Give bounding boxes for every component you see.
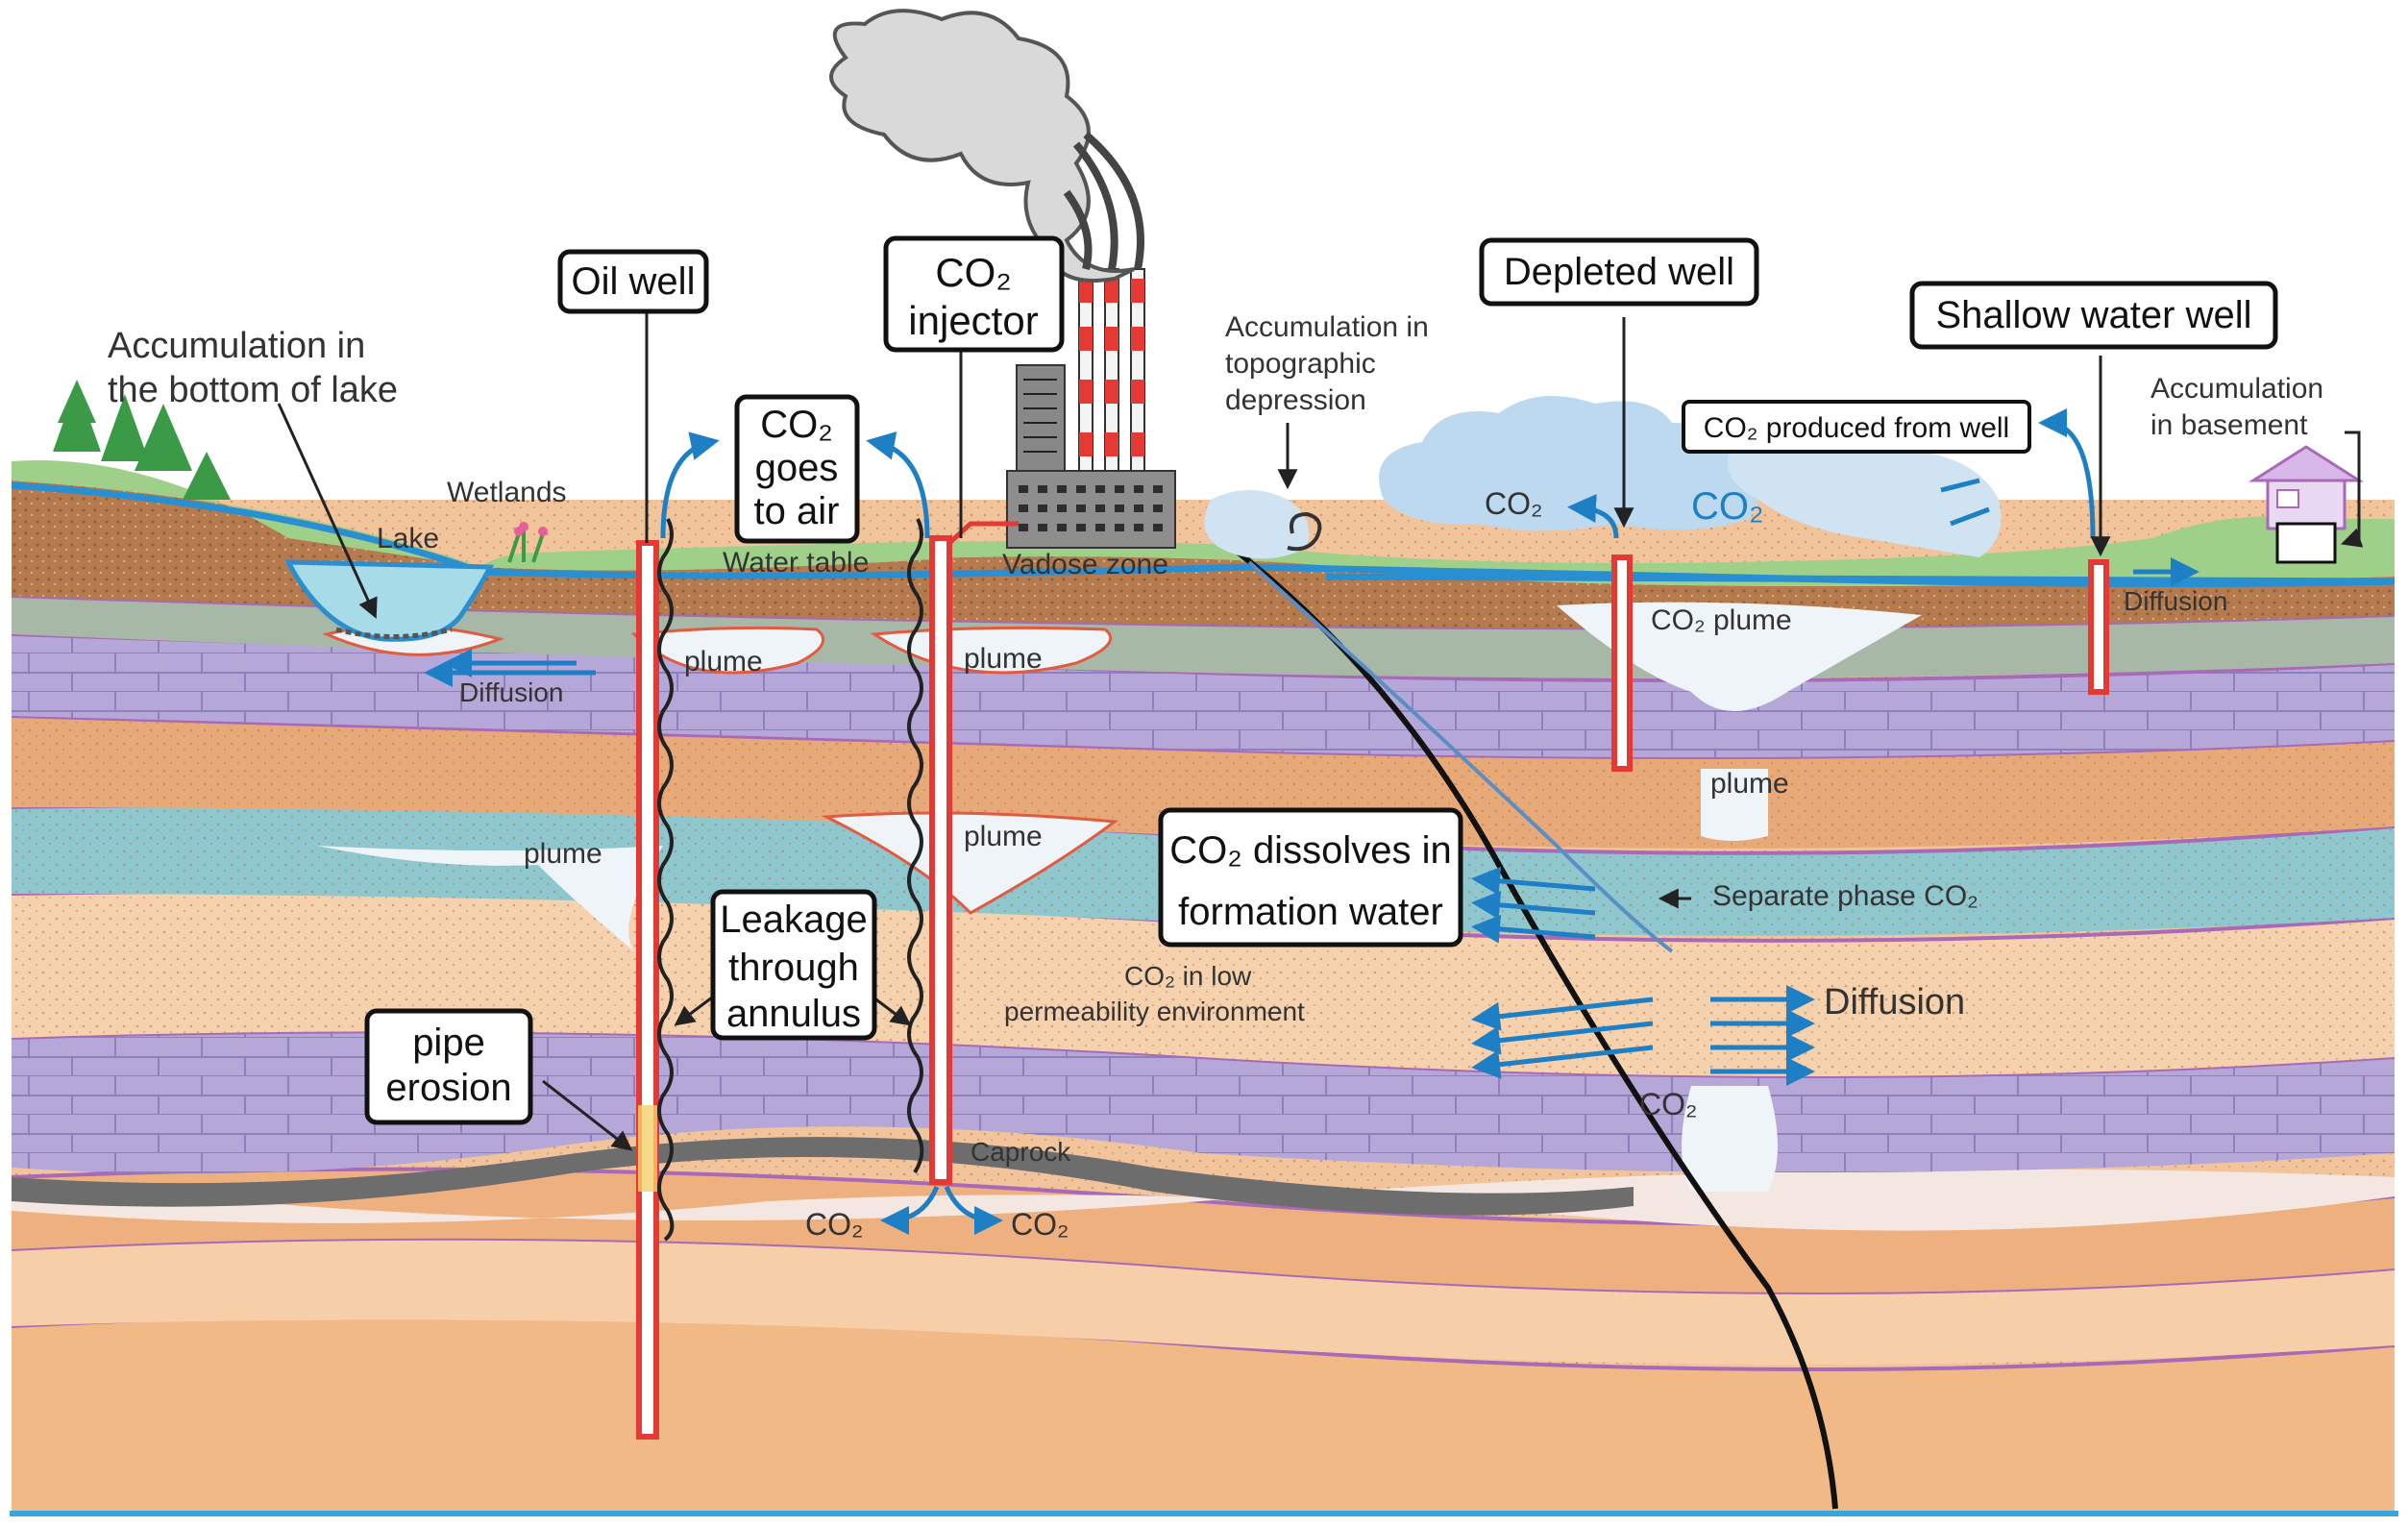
flow-arrows	[424, 408, 2199, 1235]
co2-injector-label-1: CO₂	[935, 250, 1011, 295]
plume-label-2: plume	[964, 643, 1043, 675]
depleted-well-label: Depleted well	[1504, 251, 1734, 293]
low-perm-label-2: permeability environment	[1004, 997, 1305, 1026]
accum-topo-label-1: Accumulation in	[1225, 311, 1429, 343]
vadose-zone-label: Vadose zone	[1002, 549, 1168, 580]
bottom-frame-line	[10, 1511, 2398, 1516]
lake-label: Lake	[377, 523, 439, 554]
co2-bottom-left-label: CO₂	[805, 1207, 863, 1242]
dissolves-label-2: formation water	[1178, 891, 1443, 933]
co2-produced-label: CO₂ produced from well	[1704, 412, 2009, 444]
callout-depleted-well: Depleted well	[1479, 237, 1759, 307]
water-table-label: Water table	[723, 547, 869, 579]
pipe-label-1: pipe	[412, 1022, 485, 1064]
co2-air-label-2: goes	[755, 447, 839, 489]
callout-pipe-erosion: pipe erosion	[364, 1008, 533, 1125]
accum-lake-label-2: the bottom of lake	[108, 370, 398, 410]
co2-air-label-3: to air	[754, 490, 840, 532]
callout-co2-injector: CO₂ injector	[883, 235, 1065, 353]
dissolves-label-1: CO₂ dissolves in	[1169, 829, 1451, 872]
tree-icons	[53, 380, 231, 500]
co2-bottom-right-label: CO₂	[1011, 1207, 1069, 1242]
callout-co2-goes-to-air: CO₂ goes to air	[734, 394, 860, 544]
house-icon	[2248, 445, 2365, 564]
accum-topo-label-3: depression	[1225, 384, 1366, 416]
callout-co2-produced: CO₂ produced from well	[1682, 400, 2031, 454]
co2-fault-label: CO₂	[1639, 1087, 1697, 1121]
co2-air-label-1: CO₂	[760, 404, 833, 446]
accum-base-label-2: in basement	[2150, 409, 2308, 441]
plume-label-4: plume	[964, 821, 1043, 852]
shallow-water-well-label: Shallow water well	[1935, 294, 2251, 336]
leakage-label-2: through	[728, 947, 859, 989]
co2-plume-label: CO₂ plume	[1651, 604, 1792, 636]
accum-topo-label-2: topographic	[1225, 348, 1376, 380]
plume-label-1: plume	[684, 646, 763, 677]
fault-line	[1228, 543, 1838, 1510]
callout-co2-dissolves: CO₂ dissolves in formation water	[1158, 807, 1463, 948]
callout-oil-well: Oil well	[557, 249, 709, 314]
co2-injector-label-2: injector	[908, 298, 1038, 343]
pipe-label-2: erosion	[385, 1067, 511, 1109]
diffusion-right-label: Diffusion	[2124, 586, 2227, 616]
callout-shallow-water-well: Shallow water well	[1909, 281, 2278, 350]
caprock-label: Caprock	[971, 1137, 1071, 1167]
text-labels: Accumulation in the bottom of lake Wetla…	[108, 311, 2323, 1242]
strata	[11, 460, 2396, 1514]
diffusion-big-label: Diffusion	[1824, 982, 1965, 1022]
plume-label-5: plume	[1710, 768, 1789, 800]
pointer-lines	[277, 308, 2364, 1151]
callout-leakage: Leakage through annulus	[710, 889, 877, 1041]
lake	[283, 559, 494, 642]
leakage-label-1: Leakage	[720, 899, 867, 941]
power-plant-icon	[829, 9, 1176, 549]
low-perm-label-1: CO₂ in low	[1124, 961, 1252, 991]
accum-base-label-1: Accumulation	[2150, 373, 2323, 405]
accum-lake-label-1: Accumulation in	[108, 326, 365, 366]
leakage-label-3: annulus	[726, 993, 861, 1035]
co2-left-label: CO₂	[1485, 486, 1542, 521]
diffusion-left-label: Diffusion	[459, 677, 563, 707]
plume-label-3: plume	[524, 838, 602, 870]
co2-big-label: CO₂	[1691, 485, 1764, 528]
co2-clouds	[1204, 396, 2002, 559]
plumes	[317, 602, 1922, 1192]
oil-well-label: Oil well	[572, 260, 696, 303]
wetland-plant-icon	[507, 522, 548, 563]
separate-phase-label: Separate phase CO₂	[1712, 880, 1978, 912]
wetlands-label: Wetlands	[447, 477, 567, 508]
